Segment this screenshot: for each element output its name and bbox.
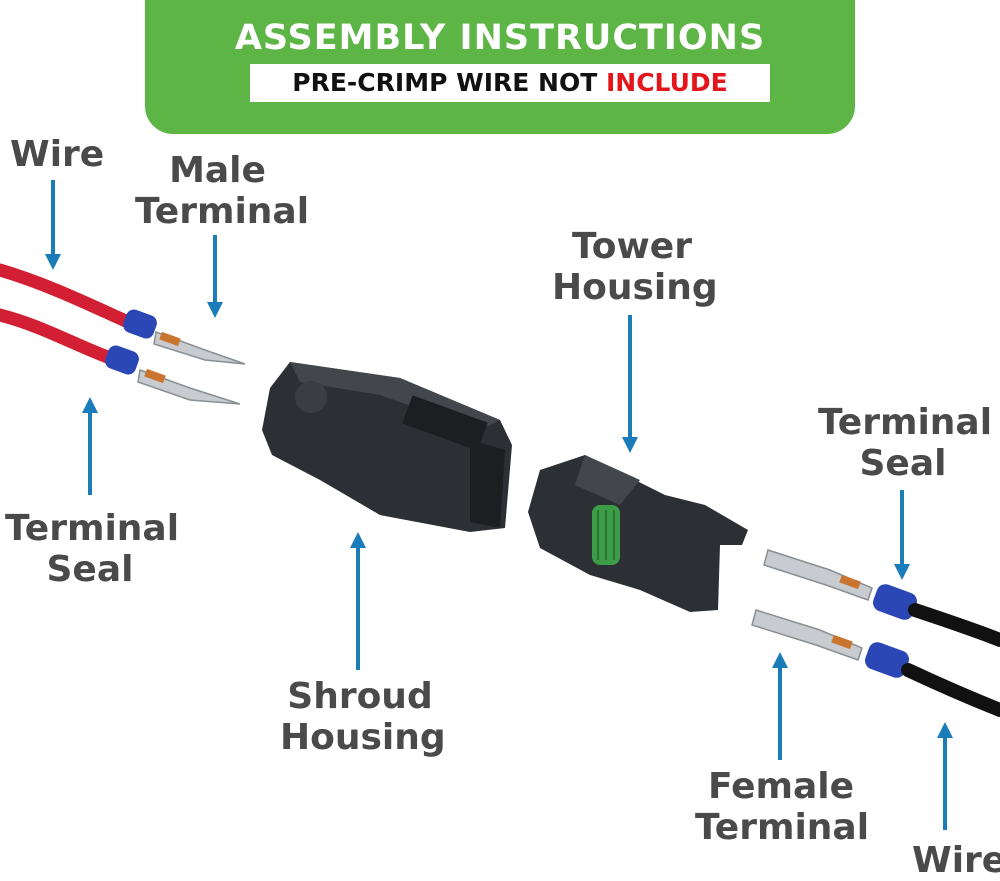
- banner-title: ASSEMBLY INSTRUCTIONS: [234, 18, 766, 58]
- black-wires: [901, 603, 1000, 717]
- label-wire-right: Wire: [912, 840, 1000, 881]
- red-wires: [0, 263, 135, 365]
- male-terminals: [137, 330, 246, 405]
- banner-subtitle-highlight: INCLUDE: [605, 68, 728, 97]
- shroud-housing: [262, 362, 512, 532]
- tower-housing: [528, 455, 748, 612]
- female-terminals: [751, 549, 873, 661]
- terminal-seals-right: [865, 584, 917, 678]
- label-wire-left: Wire: [10, 134, 105, 175]
- banner-subtitle: PRE-CRIMP WIRE NOT INCLUDE: [250, 64, 770, 102]
- banner-subtitle-main: PRE-CRIMP WIRE NOT: [292, 68, 598, 97]
- terminal-seals-left: [105, 309, 157, 375]
- title-banner: ASSEMBLY INSTRUCTIONS PRE-CRIMP WIRE NOT…: [145, 0, 855, 134]
